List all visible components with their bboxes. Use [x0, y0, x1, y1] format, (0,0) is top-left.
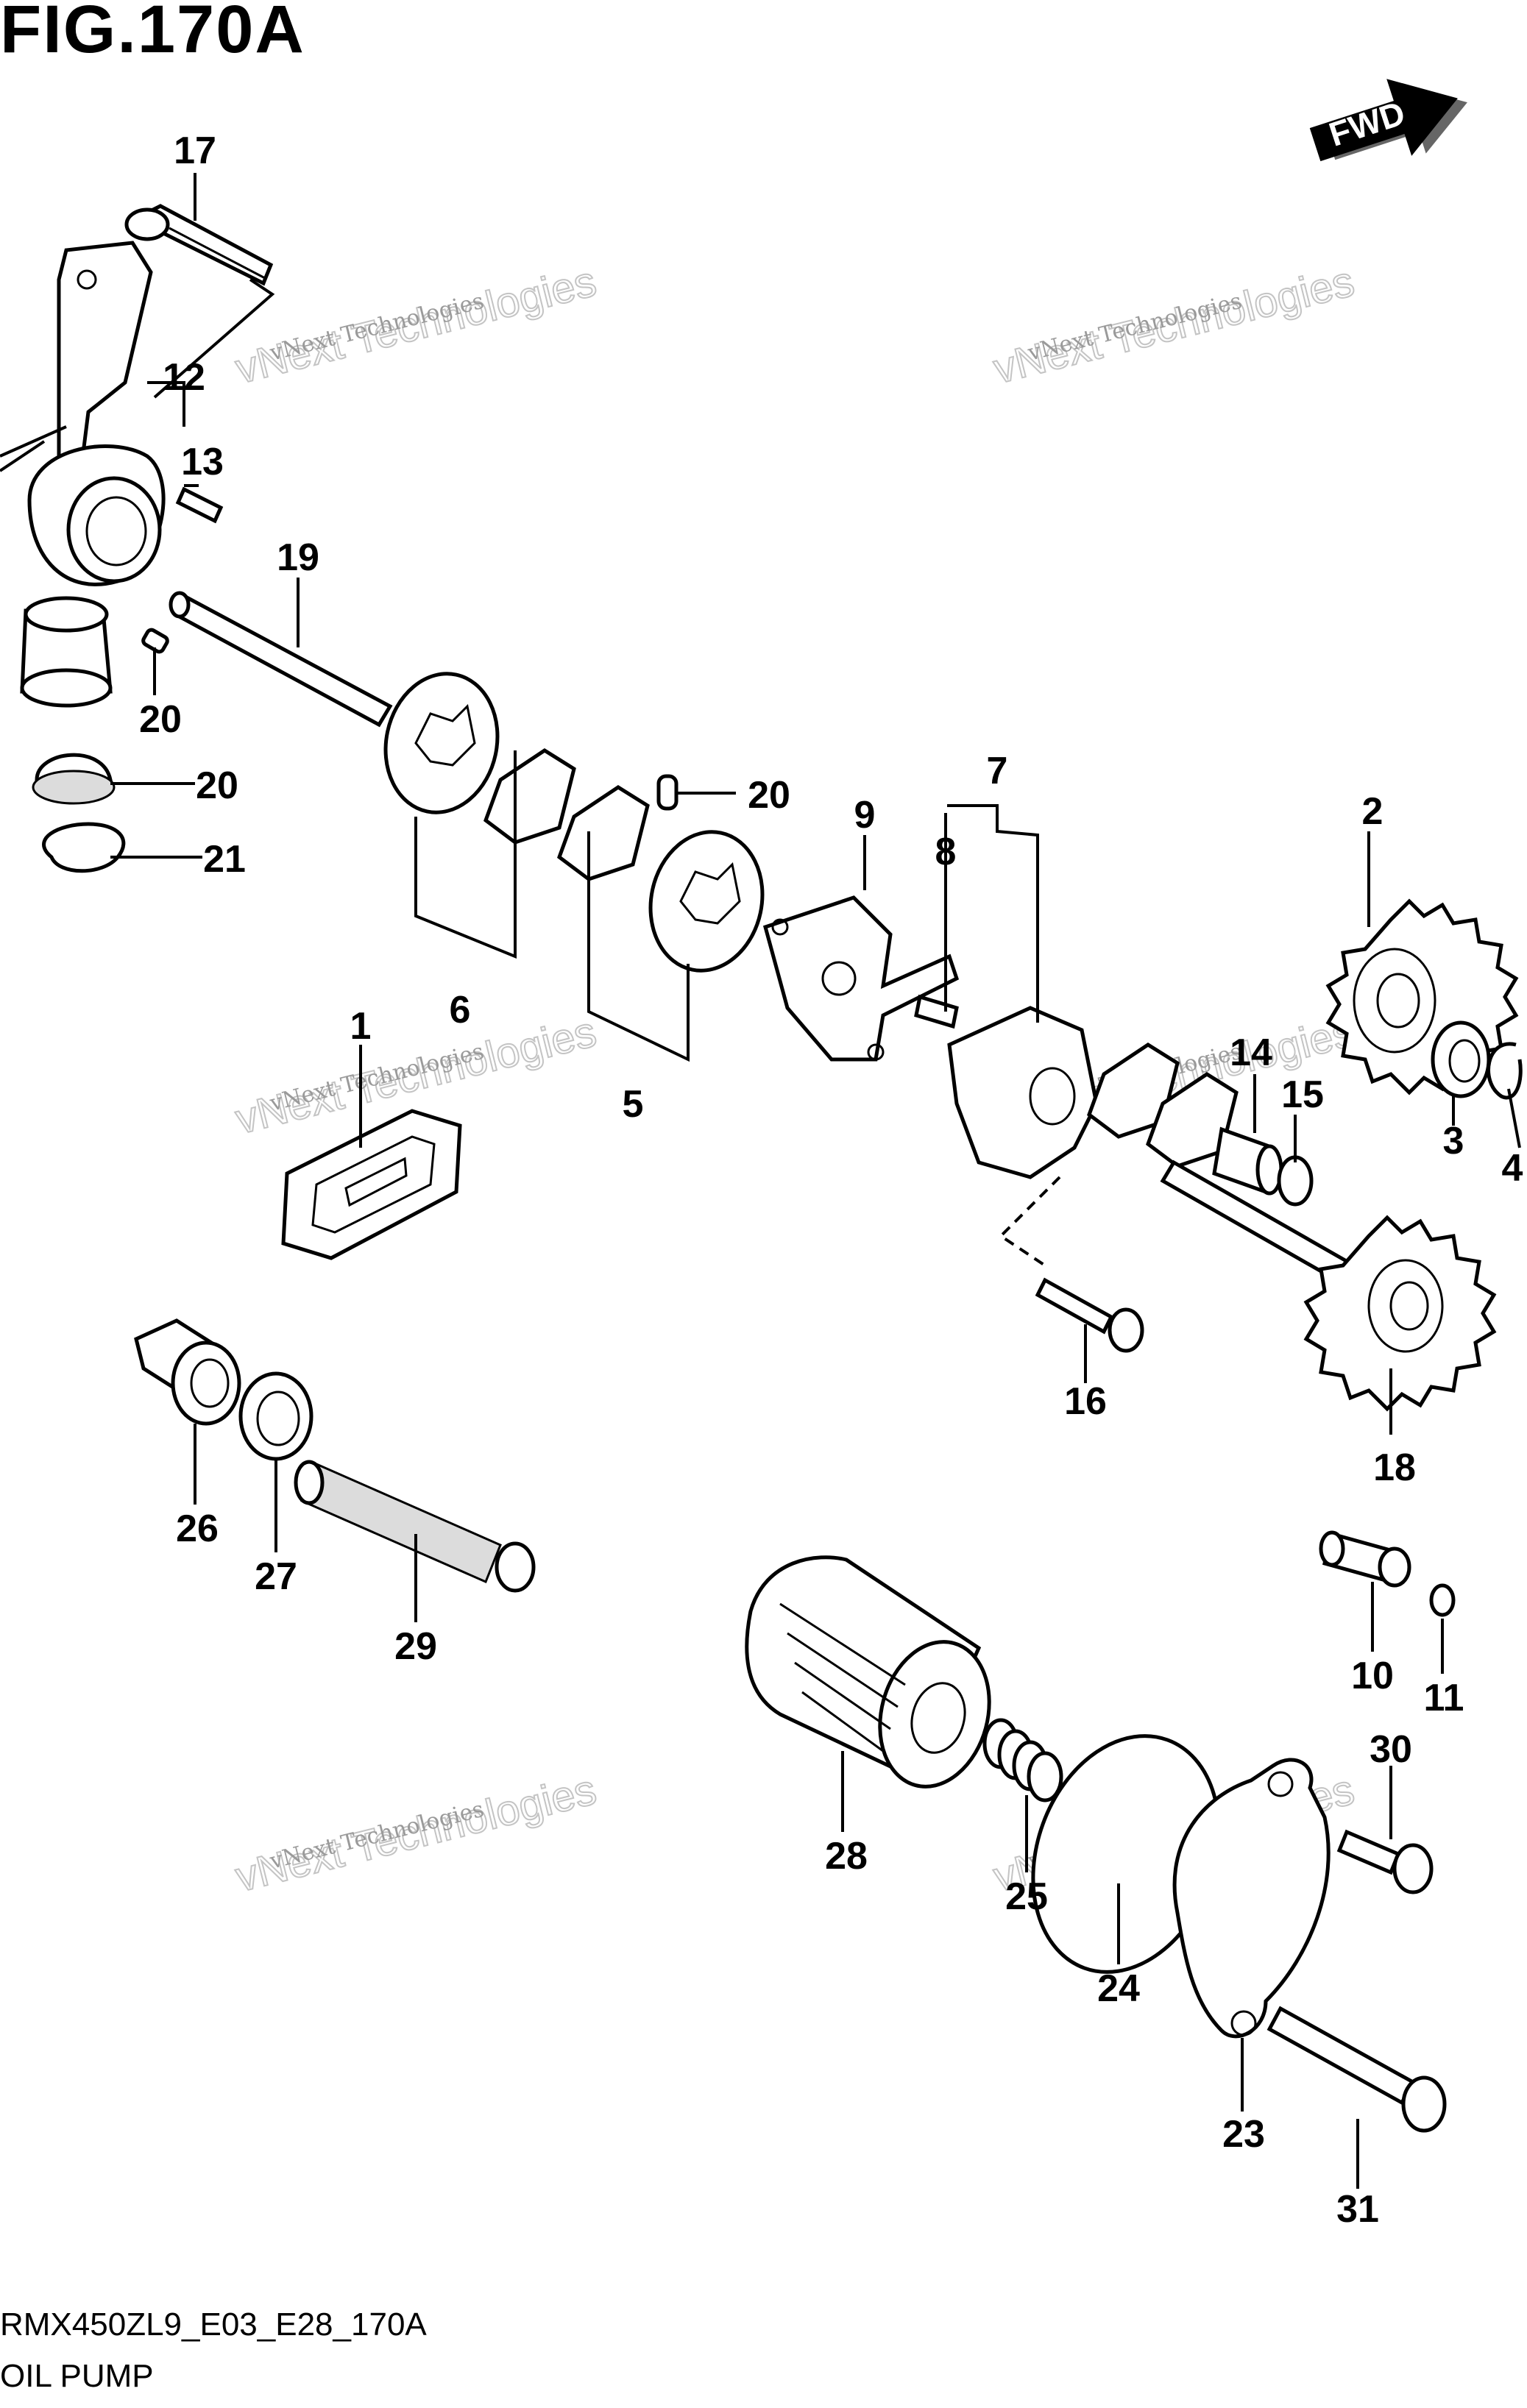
pump-plate-9-icon: [762, 895, 960, 1062]
callout-6: 6: [450, 989, 471, 1031]
spring-25-icon: [982, 1718, 1063, 1803]
gear-18-icon: [1303, 1215, 1497, 1412]
dowel-pin-13-icon: [175, 486, 224, 524]
plug-26-icon: [134, 1318, 241, 1426]
callout-11: 11: [1424, 1677, 1464, 1719]
pin-8-icon: [914, 994, 959, 1029]
callout-9: 9: [854, 794, 876, 837]
oil-filter-28-icon: [745, 1555, 991, 1789]
callout-20-left: 20: [139, 698, 182, 741]
callout-28: 28: [825, 1835, 868, 1878]
callout-23: 23: [1222, 2113, 1265, 2156]
callout-labels: 17 12 13 19 20 20 21 20 6 5 9 8 7 2 14 1…: [139, 129, 1523, 2231]
callout-29: 29: [394, 1625, 437, 1668]
gasket-1-icon: [281, 1109, 462, 1260]
callout-22: 21: [203, 838, 246, 881]
callout-14: 14: [1230, 1031, 1272, 1074]
oil-pump-housing-icon: [20, 241, 166, 708]
callout-31: 31: [1336, 2188, 1379, 2231]
shaft-19-icon: [169, 591, 393, 728]
callout-2: 2: [1362, 790, 1383, 833]
strainer-cap-21-icon: [32, 753, 116, 805]
callout-4: 4: [1502, 1147, 1523, 1190]
callout-12: 12: [163, 356, 205, 399]
callout-20-right: 20: [748, 774, 790, 817]
callout-8: 8: [935, 831, 957, 873]
callout-10: 10: [1351, 1655, 1394, 1697]
oil-strainer-29-icon: [294, 1460, 536, 1593]
callout-24: 24: [1097, 1967, 1140, 2010]
callout-3: 3: [1443, 1120, 1464, 1162]
bolt-16-icon: [1035, 1277, 1144, 1353]
rotor-set-6-icon: [383, 672, 765, 973]
callout-15: 15: [1281, 1073, 1324, 1116]
callout-5: 5: [623, 1083, 644, 1126]
callout-18: 18: [1373, 1446, 1416, 1489]
callout-26: 26: [176, 1507, 219, 1550]
circlip-22-icon: [42, 822, 126, 873]
model-code: RMX450ZL9_E03_E28_170A: [0, 2306, 427, 2343]
washer-27-icon: [238, 1371, 313, 1461]
fwd-arrow-icon: FWD: [1309, 79, 1467, 162]
o-ring-11-icon: [1429, 1583, 1456, 1617]
o-ring-15-icon: [1277, 1155, 1314, 1207]
clip-4-icon: [1487, 1042, 1523, 1100]
figure-title: FIG.170A: [0, 0, 305, 67]
callout-16: 16: [1064, 1380, 1107, 1423]
callout-17: 17: [174, 129, 216, 172]
callout-13: 13: [181, 441, 224, 483]
callout-25: 25: [1005, 1875, 1048, 1918]
washer-3-icon: [1431, 1020, 1491, 1098]
callout-27: 27: [255, 1555, 297, 1598]
callout-19: 19: [277, 536, 319, 579]
union-10-icon: [1319, 1530, 1411, 1588]
collar-14-icon: [1212, 1126, 1283, 1196]
callout-21: 20: [196, 764, 238, 807]
callout-30: 30: [1370, 1728, 1412, 1771]
section-name: OIL PUMP: [0, 2358, 154, 2394]
filter-cover-23-icon: [1172, 1758, 1331, 2039]
bolt-31-icon: [1266, 2006, 1447, 2133]
leader-lines: [0, 173, 1521, 2189]
pin-20-icon: [141, 628, 679, 811]
bolt-30-icon: [1336, 1829, 1434, 1894]
callout-1: 1: [350, 1005, 372, 1048]
callout-7: 7: [987, 750, 1008, 792]
bolt-17-icon: [124, 204, 274, 286]
pump-body-7-icon: [947, 1006, 1239, 1179]
